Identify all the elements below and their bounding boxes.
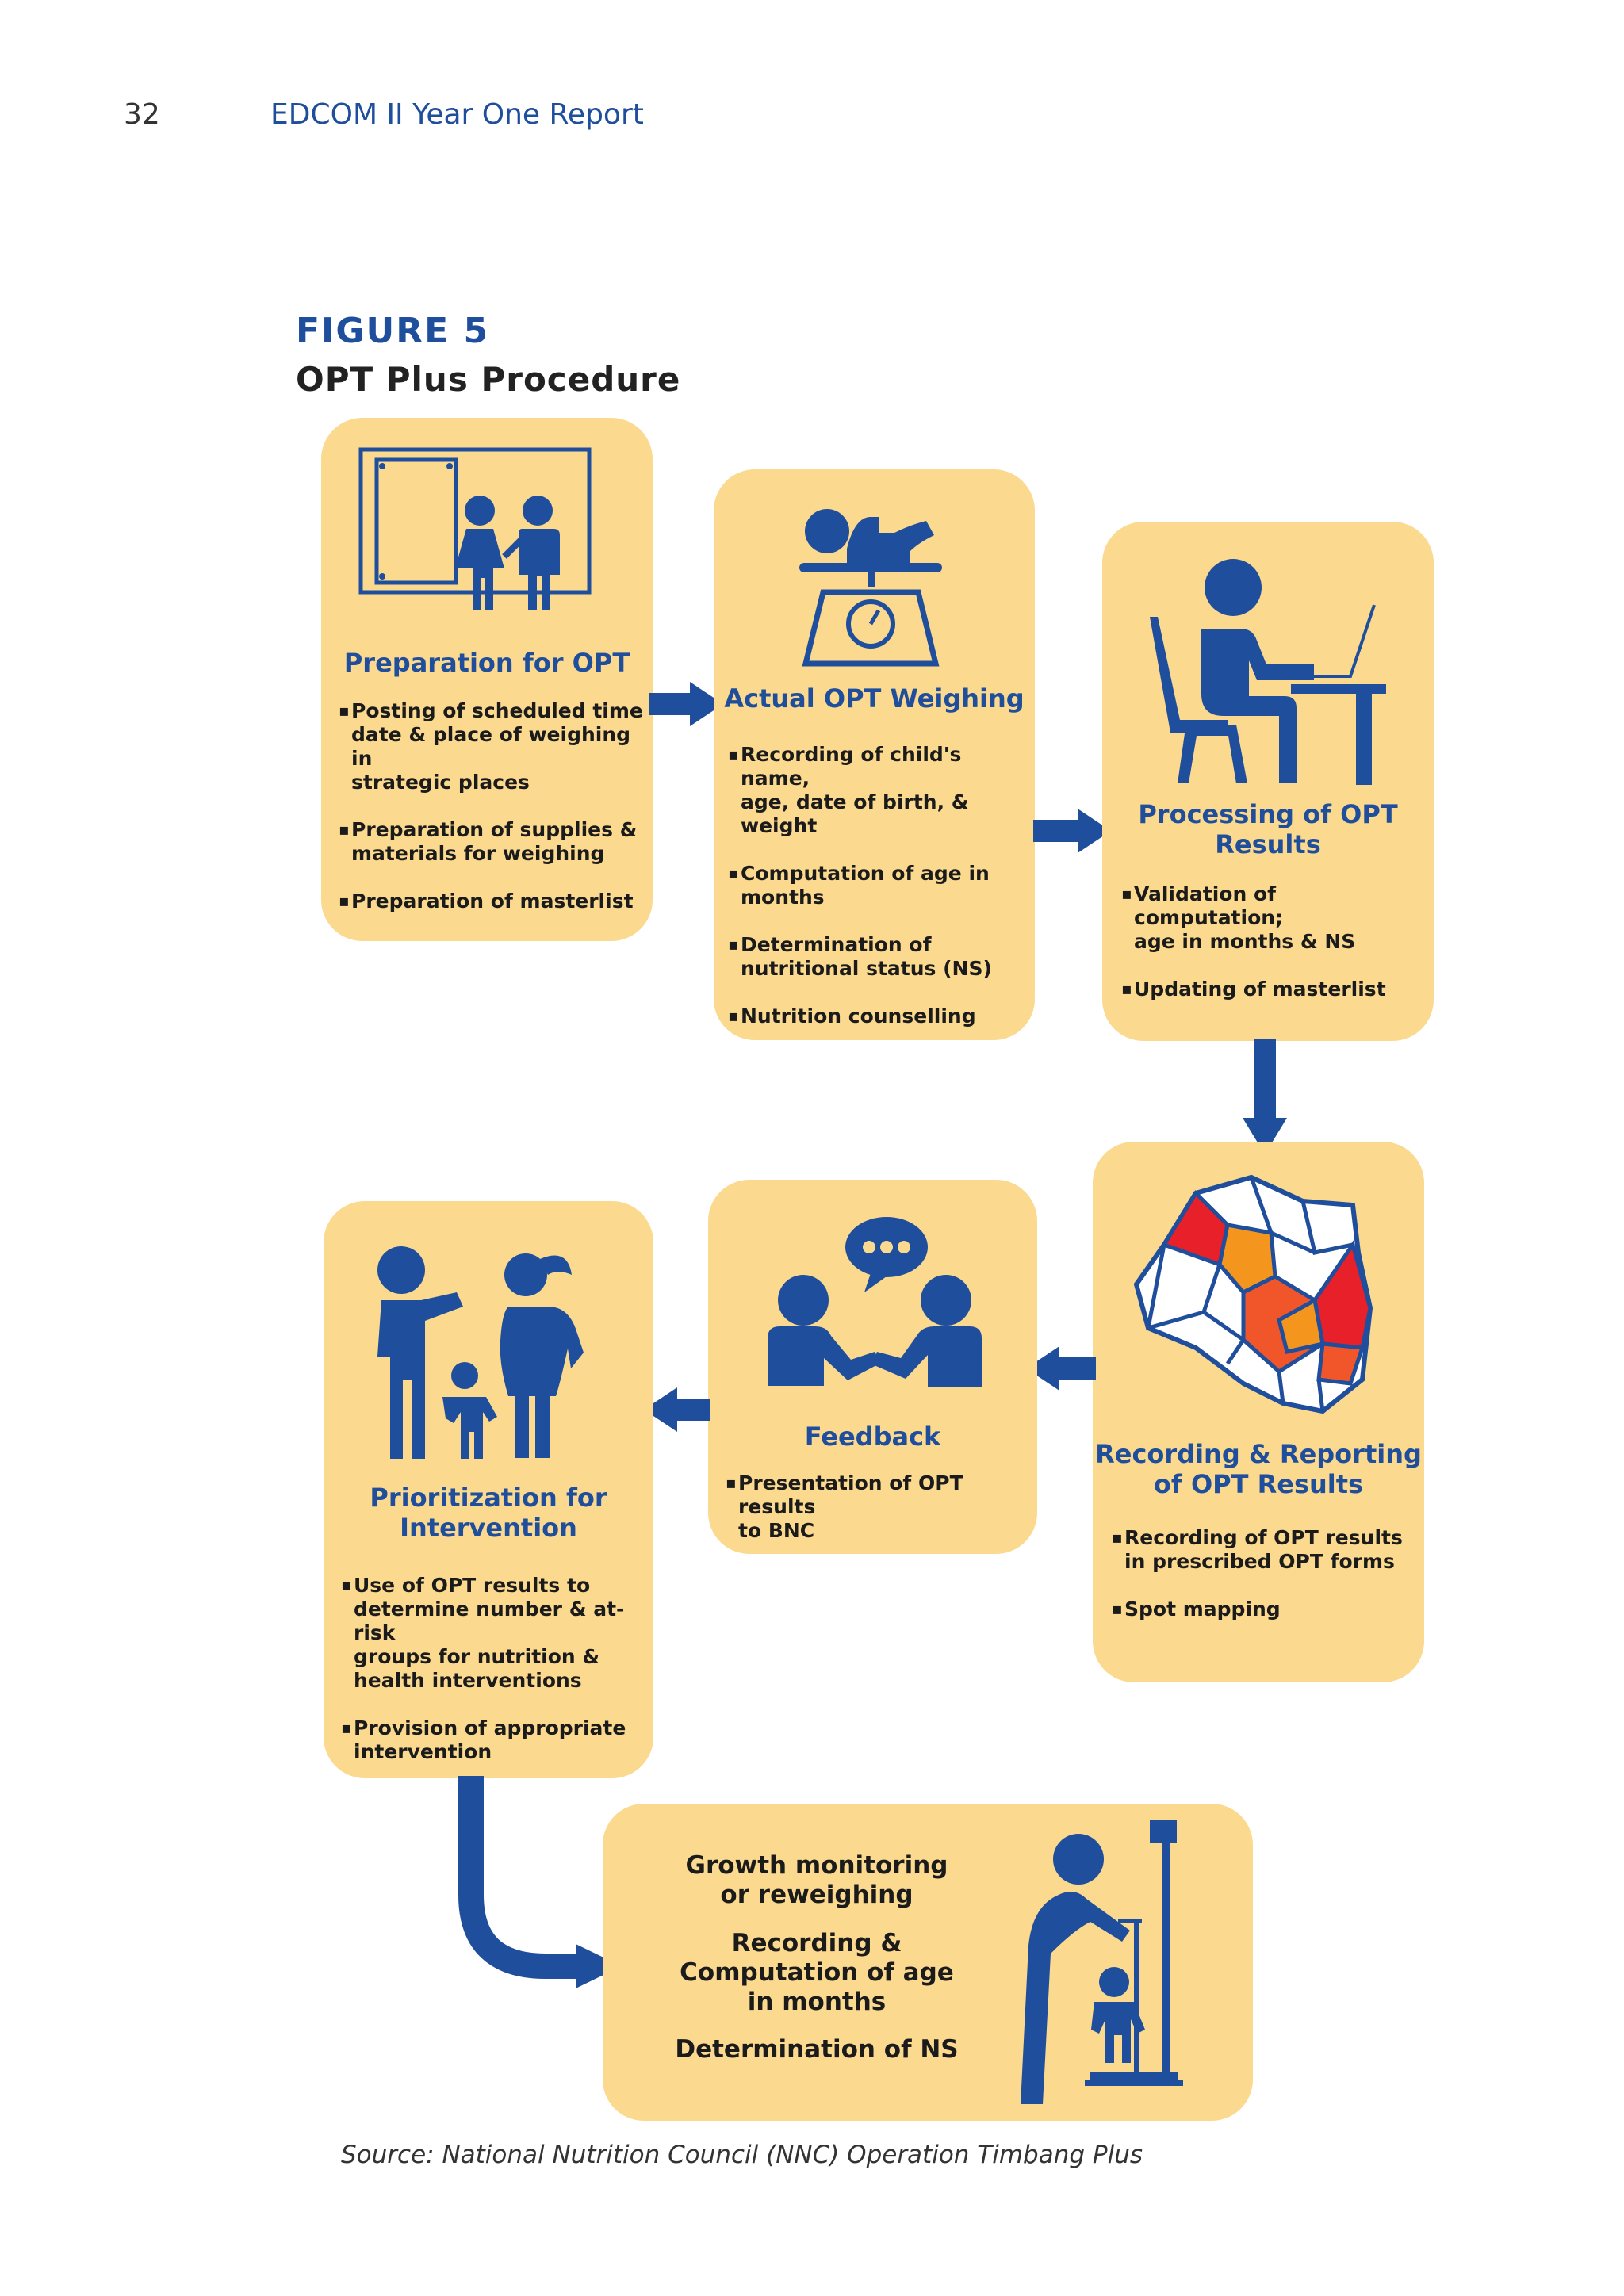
arrow-down-icon xyxy=(1243,1039,1287,1154)
step-processing: Processing of OPT Results Validation of … xyxy=(1102,522,1434,1041)
figure-source: Source: National Nutrition Council (NNC)… xyxy=(341,2141,1143,2169)
bullet: Recording of child's name, age, date of … xyxy=(728,742,1029,838)
family-icon xyxy=(377,1246,584,1459)
final-line-3: Determination of NS xyxy=(675,2035,959,2064)
arrow-curved-icon xyxy=(458,1776,622,1988)
step-title: Processing of OPT Results xyxy=(1138,799,1398,859)
person-at-laptop-icon xyxy=(1150,559,1386,785)
step-preparation: Preparation for OPT Posting of scheduled… xyxy=(321,418,653,941)
arrow-right-icon xyxy=(1033,809,1111,853)
bullet: Validation of computation; age in months… xyxy=(1121,882,1431,954)
running-title: EDCOM II Year One Report xyxy=(270,98,644,131)
bullet: Spot mapping xyxy=(1112,1597,1421,1621)
bullet: Nutrition counselling xyxy=(728,1004,1029,1028)
bullet: Posting of scheduled time date & place o… xyxy=(339,698,648,794)
step-title: Preparation for OPT xyxy=(343,648,630,678)
bullet: Provision of appropriate intervention xyxy=(341,1716,650,1764)
bullet: Computation of age in months xyxy=(728,861,1029,909)
bullet: Use of OPT results to determine number &… xyxy=(341,1573,650,1693)
bullet: Presentation of OPT results to BNC xyxy=(726,1471,1035,1543)
final-line-2: Recording & Computation of age in months xyxy=(680,1929,954,2016)
step-title: Recording & Reporting of OPT Results xyxy=(1095,1439,1422,1499)
baby-scale-icon xyxy=(799,509,942,667)
arrow-left-icon xyxy=(1026,1346,1096,1391)
figure-label: FIGURE 5 xyxy=(296,311,490,351)
step-title: Actual OPT Weighing xyxy=(724,683,1025,714)
step-growth-monitoring: Growth monitoring or reweighing Recordin… xyxy=(603,1804,1253,2121)
final-line-1: Growth monitoring or reweighing xyxy=(685,1851,948,1909)
step-feedback: Feedback Presentation of OPT results to … xyxy=(708,1180,1037,1554)
page-number: 32 xyxy=(124,98,160,131)
step-prioritization: Prioritization for Intervention Use of O… xyxy=(324,1201,653,1778)
step-title: Prioritization for Intervention xyxy=(370,1483,607,1543)
figure-title: OPT Plus Procedure xyxy=(296,360,681,399)
arrow-right-icon xyxy=(649,682,723,726)
bullet: Preparation of masterlist xyxy=(339,889,648,913)
conversation-icon xyxy=(768,1217,982,1387)
step-title: Feedback xyxy=(804,1422,941,1452)
bulletin-board-icon xyxy=(358,447,592,610)
height-measure-icon xyxy=(1021,1820,1183,2104)
bullet: Updating of masterlist xyxy=(1121,977,1431,1001)
bullet: Recording of OPT results in prescribed O… xyxy=(1112,1525,1421,1574)
spot-map-icon xyxy=(1133,1174,1373,1414)
arrow-left-icon xyxy=(644,1387,710,1432)
step-actual-weighing: Actual OPT Weighing Recording of child's… xyxy=(714,469,1035,1040)
bullet: Determination of nutritional status (NS) xyxy=(728,932,1029,981)
step-recording-reporting: Recording & Reporting of OPT Results Rec… xyxy=(1093,1142,1424,1682)
bullet: Preparation of supplies & materials for … xyxy=(339,817,648,866)
